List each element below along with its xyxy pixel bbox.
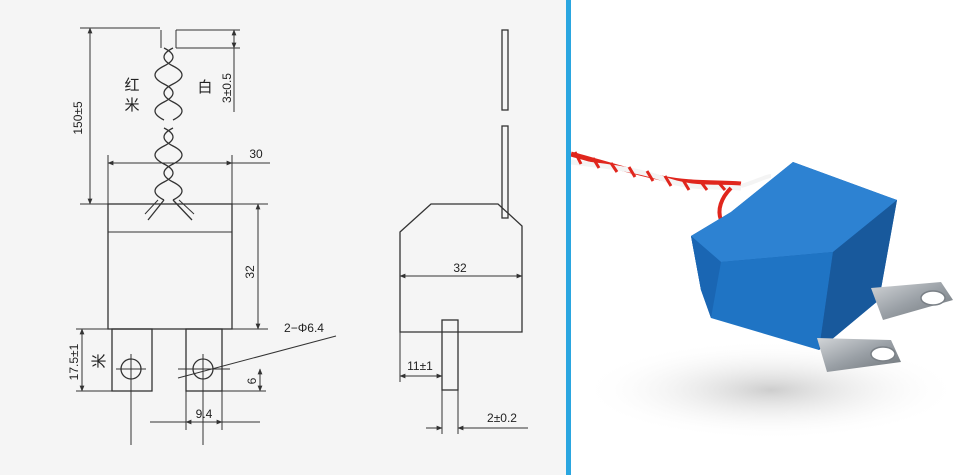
front-terminal-right bbox=[185, 328, 223, 392]
dim-strip-length: 3±0.5 bbox=[220, 73, 234, 103]
twisted-wire bbox=[144, 30, 195, 221]
photo-wire bbox=[571, 151, 772, 221]
dim-terminal-height: 17.5±1 bbox=[67, 343, 81, 380]
dim-holes: 2−Φ6.4 bbox=[284, 321, 324, 335]
label-rice-top: 米 bbox=[124, 96, 139, 114]
photo-terminals bbox=[817, 282, 953, 372]
floor-shadow bbox=[581, 340, 961, 440]
photo-svg bbox=[571, 151, 961, 440]
label-rice-side: 米 bbox=[90, 353, 108, 368]
label-red: 红 bbox=[124, 76, 139, 94]
dim-lead-length: 150±5 bbox=[71, 101, 85, 135]
front-terminal-left bbox=[111, 328, 153, 392]
blue-housing bbox=[691, 162, 897, 350]
drawing-svg: 150±5 3±0.5 红 米 白 30 32 2−Φ6.4 17.5±1 米 … bbox=[67, 27, 528, 445]
dim-width-top: 30 bbox=[249, 147, 263, 161]
label-white: 白 bbox=[197, 78, 212, 96]
side-view bbox=[399, 29, 523, 434]
dim-side-width: 32 bbox=[453, 261, 467, 275]
dim-pin-length: 11±1 bbox=[407, 359, 433, 373]
dim-hole-offset: 6 bbox=[245, 377, 259, 384]
dim-height: 32 bbox=[243, 265, 257, 279]
front-body bbox=[107, 203, 233, 330]
product-photo bbox=[571, 0, 967, 475]
panel-divider bbox=[566, 0, 571, 475]
dim-pitch: 9.4 bbox=[196, 407, 213, 421]
technical-drawing: 150±5 3±0.5 红 米 白 30 32 2−Φ6.4 17.5±1 米 … bbox=[67, 27, 528, 445]
dim-pin-thickness: 2±0.2 bbox=[487, 411, 517, 425]
